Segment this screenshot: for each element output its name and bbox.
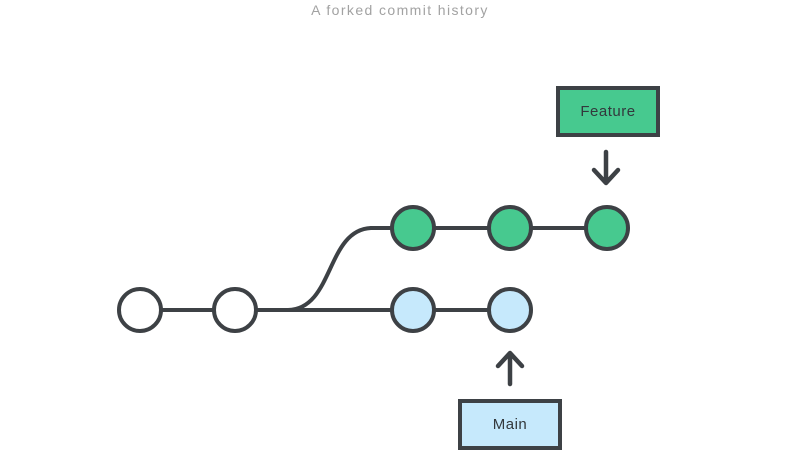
diagram-title: A forked commit history [311, 2, 489, 18]
feature-pointer-down-arrow-icon [591, 149, 621, 186]
commit-node-feature [487, 205, 533, 251]
main-branch-label-text: Main [492, 416, 528, 433]
feature-branch-label: Feature [556, 86, 660, 137]
commit-node-main [487, 287, 533, 333]
commit-node-feature [584, 205, 630, 251]
main-branch-label: Main [458, 399, 562, 450]
fork-curve [286, 226, 373, 312]
feature-branch-label-text: Feature [580, 103, 636, 120]
commit-node-trunk [212, 287, 258, 333]
commit-node-main [390, 287, 436, 333]
main-pointer-up-arrow-icon [495, 350, 525, 387]
commit-node-trunk [117, 287, 163, 333]
commit-node-feature [390, 205, 436, 251]
